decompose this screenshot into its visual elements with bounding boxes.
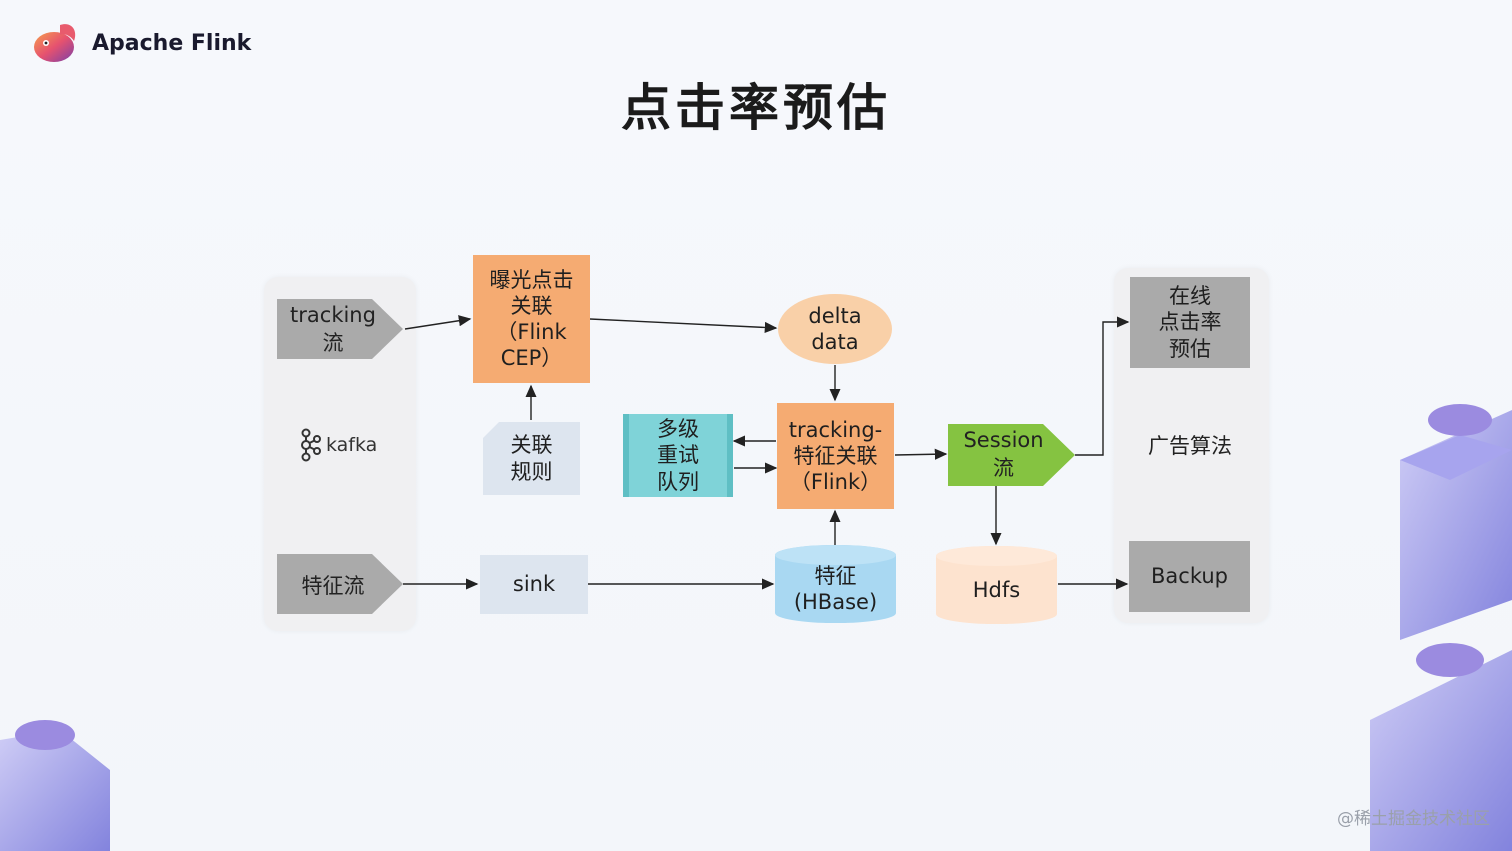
arrow-cep-to-delta — [589, 318, 778, 334]
feature-hbase-cylinder-shape — [775, 545, 896, 623]
tracking-stream-label: tracking 流 — [290, 302, 376, 355]
feature-stream-label: 特征流 — [301, 573, 365, 598]
kafka-logo: kafka — [297, 428, 377, 462]
sink-node: sink — [480, 555, 588, 614]
retry-queue-frame — [623, 414, 733, 497]
watermark: @稀土掘金技术社区 — [1337, 809, 1490, 829]
kafka-icon — [301, 428, 321, 462]
tracking-feature-join-flink: tracking- 特征关联 （Flink） — [777, 403, 894, 509]
ad-algorithm-label: 广告算法 — [1148, 434, 1232, 458]
backup-node: Backup — [1129, 541, 1250, 612]
hdfs-cylinder-shape — [936, 546, 1057, 624]
cloud-server-illustration-icon — [1370, 404, 1512, 851]
tracking-stream-shape — [277, 299, 403, 359]
feature-hbase: 特征 (HBase) — [793, 563, 878, 614]
arrow-join-to-session — [894, 448, 948, 460]
join-rules: 关联 规则 — [510, 433, 553, 484]
brand: Apache Flink — [30, 18, 251, 68]
arrow-tracking-to-cep — [404, 315, 472, 330]
retry-queue: 多级 重试 队列 — [657, 417, 699, 494]
page-title: 点击率预估 — [621, 79, 891, 137]
delta-data-node: delta data — [778, 294, 892, 364]
brand-name: Apache Flink — [92, 30, 252, 56]
feature-stream-shape — [277, 554, 403, 614]
exposure-click-join-flink-cep: 曝光点击 关联 （Flink CEP） — [473, 255, 590, 383]
session-stream-shape — [948, 424, 1075, 486]
cloud-server-illustration-left-icon — [0, 720, 110, 851]
kafka-label: kafka — [326, 434, 378, 456]
hdfs-node: Hdfs — [972, 577, 1021, 602]
arrow-session-to-online — [1075, 316, 1130, 456]
flink-squirrel-logo-icon — [34, 24, 76, 62]
session-stream-label: Session 流 — [963, 428, 1044, 480]
join-rules-shape — [483, 422, 580, 495]
online-ctr-prediction: 在线 点击率 预估 — [1130, 277, 1250, 368]
